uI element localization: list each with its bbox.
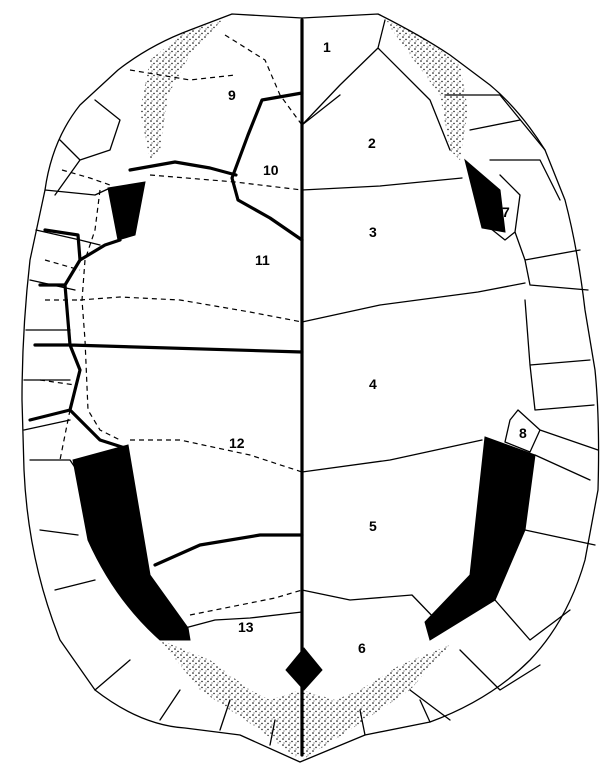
plate-label-7: 7 (502, 204, 510, 220)
plate-label-12: 12 (229, 435, 245, 451)
black-anterior-left (108, 182, 145, 240)
black-posterior-right (425, 437, 535, 640)
plate-label-2: 2 (368, 135, 376, 151)
black-anterior-right (465, 160, 505, 232)
left-cracks (30, 93, 302, 565)
plate-label-13: 13 (238, 619, 254, 635)
stipple-upper-right (385, 20, 468, 160)
plate-label-6: 6 (358, 640, 366, 656)
plate-label-8: 8 (519, 425, 527, 441)
black-posterior-left (73, 445, 190, 640)
stipple-bottom-right (302, 645, 450, 760)
plate-label-10: 10 (263, 162, 279, 178)
left-dashed-sutures (40, 35, 302, 615)
stipple-upper-left (140, 20, 222, 160)
plate-label-5: 5 (369, 518, 377, 534)
plate-label-1: 1 (323, 39, 331, 55)
plate-label-9: 9 (228, 87, 236, 103)
plate-label-4: 4 (369, 376, 377, 392)
plate-label-11: 11 (255, 252, 270, 268)
black-nuchal-notch (286, 648, 322, 690)
plate-label-3: 3 (369, 224, 377, 240)
shell-outline (22, 14, 599, 762)
